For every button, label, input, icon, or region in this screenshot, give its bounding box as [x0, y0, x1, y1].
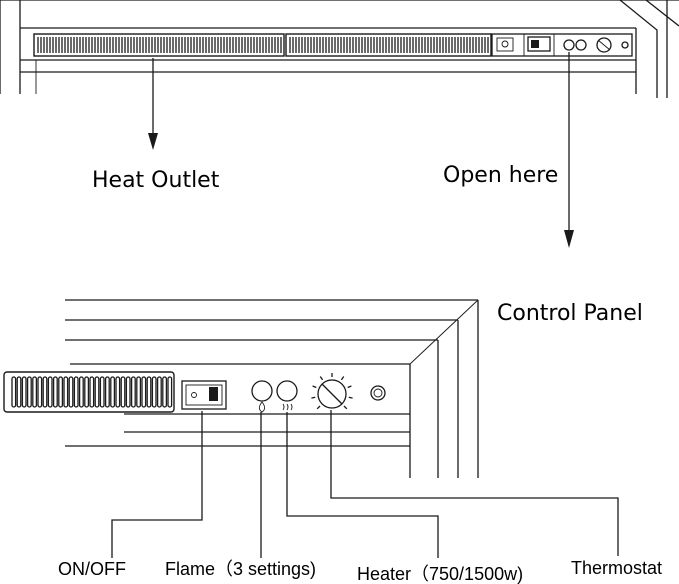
grill-slat: [58, 376, 64, 408]
enlarged-heat-outlet-grill: [3, 371, 175, 413]
thermostat-knob-icon: [311, 373, 353, 410]
heater-label: Heater（750/1500w): [357, 564, 523, 584]
grill-slat: [151, 376, 157, 408]
flame-label: Flame（3 settings): [165, 559, 316, 579]
knob-tick: [316, 405, 321, 410]
heater-button-icon: [276, 380, 298, 411]
open-here-arrow: [564, 52, 574, 248]
flame-button-icon: [251, 380, 273, 413]
enlarged-panel-frame: [65, 299, 479, 478]
grill-slat: [156, 376, 162, 408]
grill-slat: [110, 376, 116, 408]
leader-lines: [111, 410, 619, 558]
grill-slat: [73, 376, 79, 408]
grill-slat: [26, 376, 32, 408]
open-here-label: Open here: [443, 163, 558, 188]
heat-outlet-grill: [33, 33, 492, 57]
grill-slat: [21, 376, 27, 408]
grill-slat: [104, 376, 110, 408]
grill-slat: [42, 376, 48, 408]
grill-slat: [84, 376, 90, 408]
grill-slat: [136, 376, 142, 408]
knob-tick: [348, 396, 353, 399]
grill-slat: [47, 376, 53, 408]
indicator-light-icon: [370, 385, 386, 401]
grill-slat: [16, 376, 22, 408]
thermostat-label: Thermostat: [571, 558, 662, 578]
grill-slat: [94, 376, 100, 408]
on-off-label: ON/OFF: [58, 559, 126, 579]
grill-slat: [125, 376, 131, 408]
grill-slat: [115, 376, 121, 408]
control-panel-mini: [491, 33, 633, 57]
grill-slat: [99, 376, 105, 408]
heat-outlet-arrow: [148, 58, 158, 150]
knob-tick: [311, 396, 316, 399]
grill-slat: [68, 376, 74, 408]
grill-slat: [37, 376, 43, 408]
grill-slat: [162, 376, 168, 408]
knob-tick: [347, 385, 352, 389]
grill-slat: [32, 376, 38, 408]
fireplace-frame: [0, 0, 679, 98]
grill-slat: [141, 376, 147, 408]
grill-slat: [120, 376, 126, 408]
knob-tick: [343, 405, 348, 410]
knob-tick: [319, 376, 324, 381]
knob-tick: [340, 376, 345, 381]
grill-slat: [78, 376, 84, 408]
grill-slat: [89, 376, 95, 408]
grill-slat: [52, 376, 58, 408]
control-panel-label: Control Panel: [497, 301, 643, 326]
heat-outlet-label: Heat Outlet: [92, 168, 220, 193]
knob-tick: [312, 385, 317, 389]
rocker-switch-icon: [181, 380, 227, 410]
grill-slat: [130, 376, 136, 408]
grill-slat: [146, 376, 152, 408]
grill-slat: [11, 376, 17, 408]
grill-slat: [167, 376, 173, 408]
grill-slat: [63, 376, 69, 408]
